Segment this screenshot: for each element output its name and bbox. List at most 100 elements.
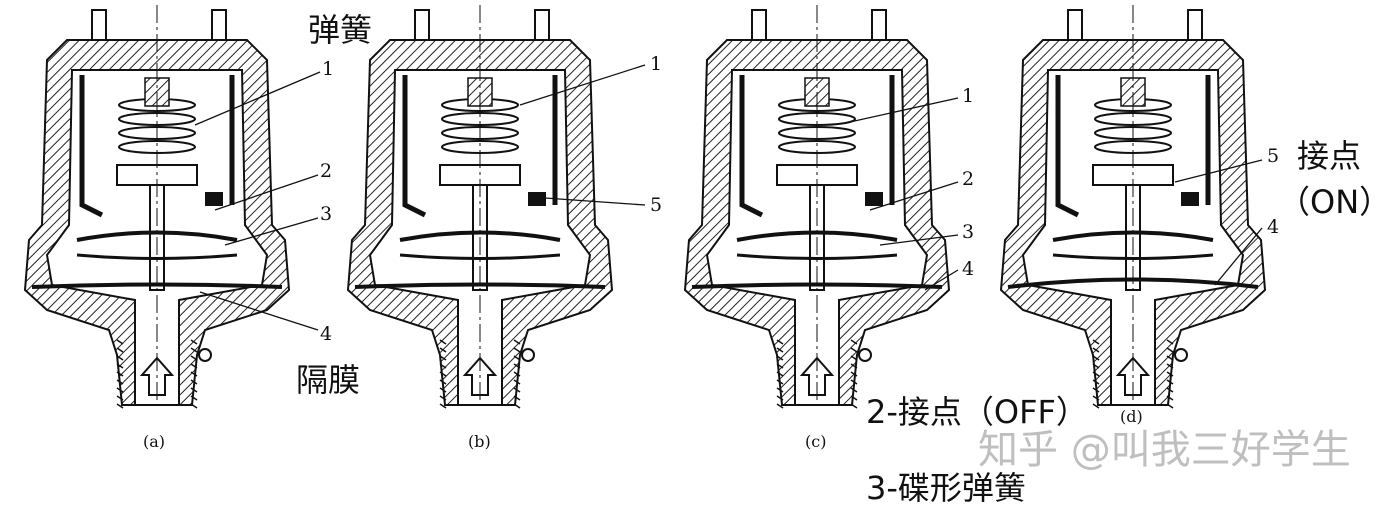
diaphragm	[691, 282, 943, 289]
switch-body-b	[346, 5, 614, 409]
thread	[116, 339, 124, 345]
label-d-5: 5	[1267, 145, 1280, 167]
thread	[850, 339, 858, 345]
leader-line	[544, 197, 646, 206]
thread	[1092, 355, 1100, 361]
thread	[190, 339, 198, 345]
label-b-5: 5	[650, 194, 663, 216]
thread	[116, 371, 124, 377]
thread	[190, 387, 198, 393]
thread	[776, 355, 784, 361]
thread	[1166, 403, 1174, 409]
thread	[1166, 387, 1174, 393]
annotation-spring: 弹簧	[308, 11, 373, 49]
legend-contact-off: 2-接点（OFF）	[866, 393, 1088, 431]
thread	[776, 347, 784, 353]
disc-spring	[399, 253, 561, 260]
thread	[513, 395, 521, 401]
thread	[776, 339, 784, 345]
thread	[513, 371, 521, 377]
thread	[776, 379, 784, 385]
label-c-3: 3	[962, 221, 975, 243]
label-c-4: 4	[962, 258, 975, 280]
thread	[776, 363, 784, 369]
thread	[776, 387, 784, 393]
contact-point	[1181, 192, 1199, 206]
contact-frame	[79, 75, 235, 218]
thread	[513, 347, 521, 353]
thread	[776, 371, 784, 377]
thread	[439, 387, 447, 393]
thread	[439, 339, 447, 345]
disc-spring	[1052, 253, 1214, 260]
thread	[1166, 379, 1174, 385]
leader-line	[1214, 227, 1263, 286]
switch-body-a	[23, 5, 291, 409]
thread	[1166, 339, 1174, 345]
annotation-diaphragm: 隔膜	[296, 361, 361, 399]
caption-d: (d)	[1120, 407, 1143, 426]
thread	[1092, 371, 1100, 377]
thread	[190, 347, 198, 353]
contact-point	[528, 192, 546, 206]
annotation-on: （ON）	[1278, 183, 1392, 221]
thread	[1092, 395, 1100, 401]
thread	[190, 363, 198, 369]
contact-point	[865, 192, 883, 206]
thread	[439, 347, 447, 353]
thread	[116, 395, 124, 401]
thread	[776, 403, 784, 409]
thread	[190, 395, 198, 401]
thread	[116, 387, 124, 393]
contact-frame	[1055, 75, 1211, 218]
thread	[190, 355, 198, 361]
thread	[850, 379, 858, 385]
thread	[190, 371, 198, 377]
thread	[850, 403, 858, 409]
thread	[513, 355, 521, 361]
leader-line	[199, 291, 319, 331]
caption-c: (c)	[805, 432, 827, 451]
thread	[850, 371, 858, 377]
leader-line	[224, 217, 319, 246]
legend-disc-spring: 3-碟形弹簧	[866, 469, 1026, 507]
thread	[116, 363, 124, 369]
thread	[850, 395, 858, 401]
thread	[116, 403, 124, 409]
disc-spring	[76, 253, 238, 260]
label-a-2: 2	[320, 160, 333, 182]
o-ring	[858, 348, 872, 362]
thread	[190, 403, 198, 409]
thread	[1166, 363, 1174, 369]
thread	[1092, 339, 1100, 345]
thread	[1092, 403, 1100, 409]
label-b-1: 1	[650, 53, 663, 75]
thread	[1166, 395, 1174, 401]
leader-line	[879, 234, 959, 246]
leader-line	[1174, 159, 1263, 183]
contact-frame	[402, 75, 558, 218]
thread	[1166, 371, 1174, 377]
thread	[513, 387, 521, 393]
thread	[116, 347, 124, 353]
label-a-3: 3	[320, 203, 333, 225]
thread	[439, 363, 447, 369]
annotation-contact: 接点	[1297, 137, 1362, 175]
leader-line	[924, 269, 959, 291]
thread	[776, 395, 784, 401]
thread	[850, 355, 858, 361]
thread	[513, 403, 521, 409]
contact-frame	[739, 75, 895, 218]
label-a-1: 1	[322, 58, 335, 80]
thread	[116, 355, 124, 361]
thread	[1166, 355, 1174, 361]
thread	[513, 339, 521, 345]
thread	[439, 403, 447, 409]
leader-line	[214, 174, 319, 211]
thread	[850, 387, 858, 393]
thread	[439, 355, 447, 361]
label-c-1: 1	[962, 85, 975, 107]
label-d-4: 4	[1267, 216, 1280, 238]
caption-b: (b)	[468, 432, 491, 451]
contact-point	[205, 192, 223, 206]
